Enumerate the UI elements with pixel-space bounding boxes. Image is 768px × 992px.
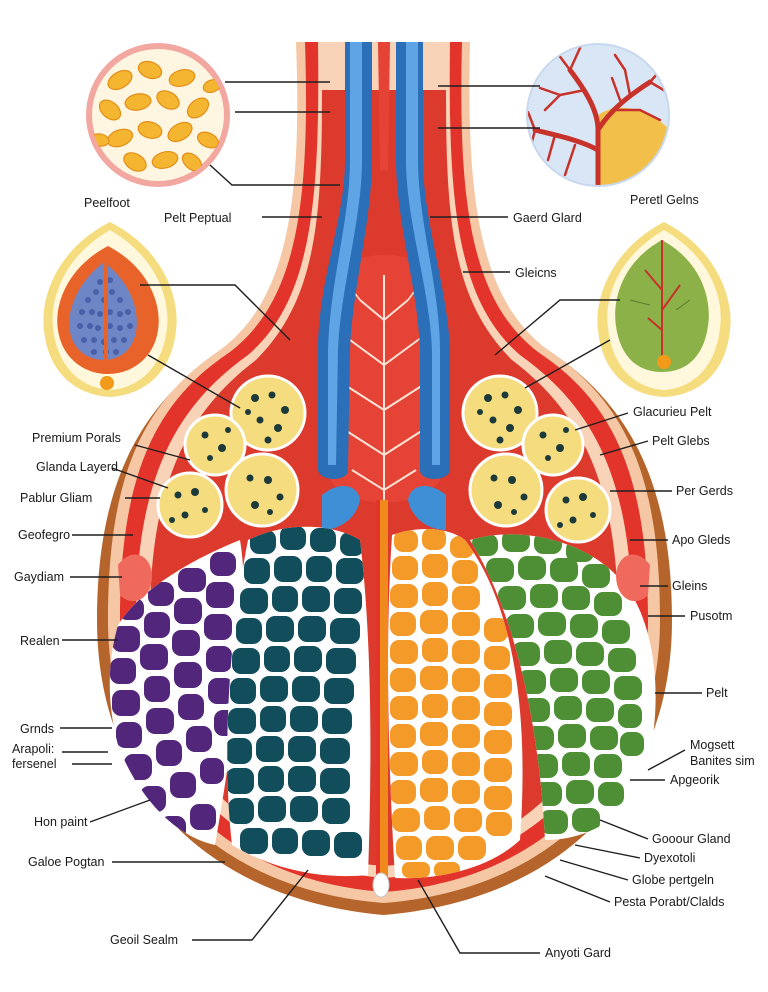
label-gleicns: Gleicns — [515, 266, 557, 280]
inset-cells — [86, 43, 230, 187]
label-geoil-sealm: Geoil Sealm — [110, 933, 178, 947]
label-pablur-gliam: Pablur Gliam — [20, 491, 92, 505]
label-pelt-peptual: Pelt Peptual — [164, 211, 231, 225]
label-pelt: Pelt — [706, 686, 728, 700]
label-grnds: Grnds — [20, 722, 54, 736]
label-glacurieu-pelt: Glacurieu Pelt — [633, 405, 712, 419]
label-gooour-gland: Gooour Gland — [652, 832, 731, 846]
label-arapoli: Arapoli: — [12, 742, 54, 756]
label-pusotm: Pusotm — [690, 609, 732, 623]
label-peelfoot: Peelfoot — [84, 196, 130, 210]
label-apo-gleds: Apo Gleds — [672, 533, 730, 547]
label-peretl-gelns: Peretl Gelns — [630, 193, 699, 207]
label-pesta-porabt: Pesta Porabt/Clalds — [614, 895, 724, 909]
inset-vessels — [520, 40, 680, 190]
label-fersenel: fersenel — [12, 757, 56, 771]
label-anyoti-gard: Anyoti Gard — [545, 946, 611, 960]
label-glanda-layerd: Glanda Layerd — [36, 460, 118, 474]
label-globe-pertgeln: Globe pertgeln — [632, 873, 714, 887]
label-per-gerds: Per Gerds — [676, 484, 733, 498]
label-dyexotoli: Dyexotoli — [644, 851, 695, 865]
label-realen: Realen — [20, 634, 60, 648]
label-premium-porals: Premium Porals — [32, 431, 121, 445]
label-pelt-glebs: Pelt Glebs — [652, 434, 710, 448]
label-apgeorik: Apgeorik — [670, 773, 719, 787]
label-gaydiam: Gaydiam — [14, 570, 64, 584]
label-hon-paint: Hon paint — [34, 815, 88, 829]
label-galoe-pogtan: Galoe Pogtan — [28, 855, 104, 869]
inset-left-egg — [43, 222, 176, 397]
label-gaerd-glard: Gaerd Glard — [513, 211, 582, 225]
label-geofegro: Geofegro — [18, 528, 70, 542]
label-banites-sim: Banites sim — [690, 754, 755, 768]
inset-right-egg — [597, 222, 730, 397]
label-gleins: Gleins — [672, 579, 707, 593]
label-mogsett: Mogsett — [690, 738, 734, 752]
